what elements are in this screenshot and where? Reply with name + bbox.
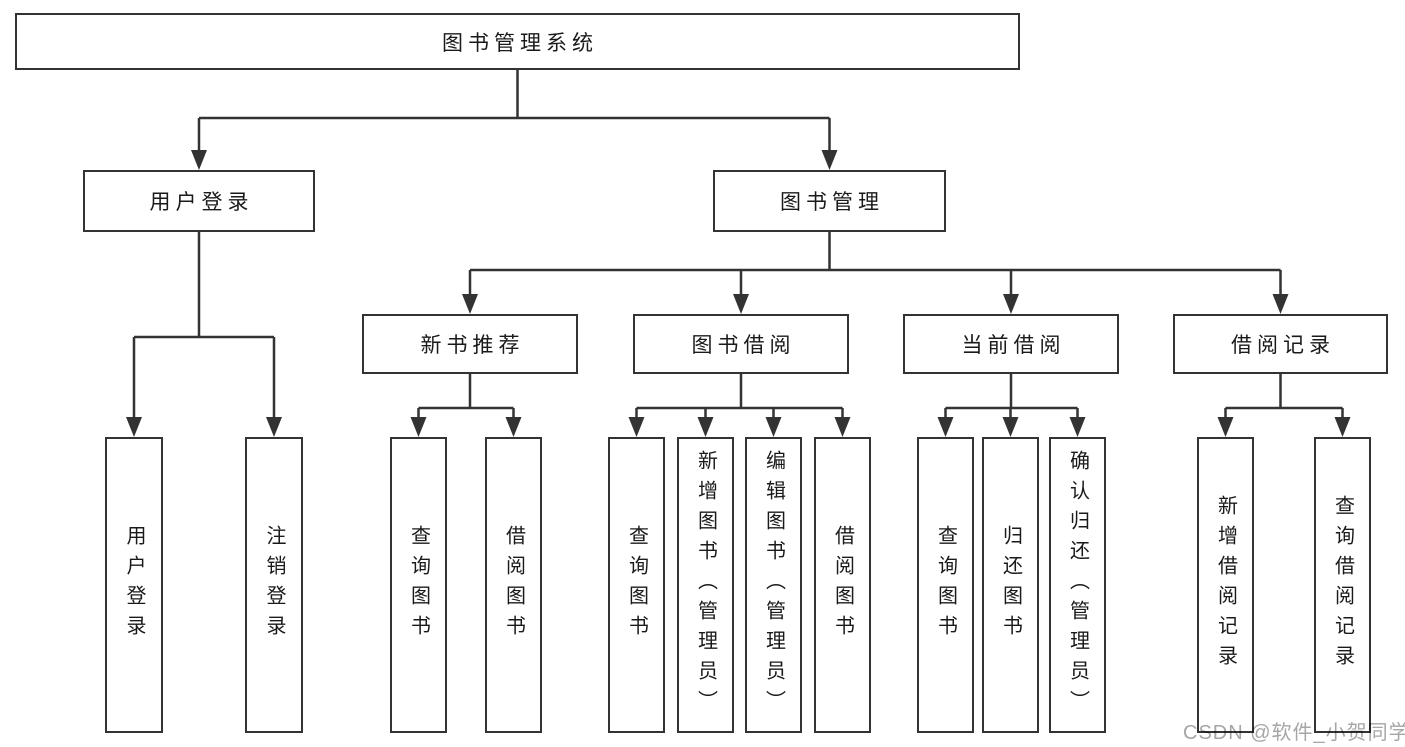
- node-root: 图书管理系统: [15, 13, 1020, 70]
- arrowhead: [765, 417, 782, 437]
- connector-borrowrecords-children: [1224, 374, 1344, 419]
- node-current-borrow-label: 当前借阅: [961, 334, 1066, 357]
- connector-newbook-children: [417, 374, 515, 419]
- arrowheads: [126, 150, 1351, 437]
- leaf-nb-borrow-book-label: 借阅图书: [502, 525, 525, 645]
- leaf-bb-borrow-book-label: 借阅图书: [831, 525, 854, 645]
- arrowhead: [628, 417, 645, 437]
- csdn-watermark: CSDN @软件_小贺同学: [1183, 722, 1405, 744]
- leaf-logout-label: 注销登录: [263, 525, 285, 645]
- arrowhead: [1272, 294, 1289, 314]
- arrowhead: [1002, 417, 1019, 437]
- connector-bookborrow-children: [635, 374, 844, 419]
- arrowhead: [191, 150, 207, 170]
- leaf-br-add-record-label: 新增借阅记录: [1214, 495, 1237, 675]
- node-user-login: 用户登录: [83, 170, 315, 232]
- node-book-management-label: 图书管理: [780, 191, 884, 214]
- connector-userlogin-children: [132, 232, 276, 419]
- arrowhead: [697, 417, 714, 437]
- leaf-nb-borrow-book: 借阅图书: [485, 437, 542, 733]
- node-current-borrow: 当前借阅: [903, 314, 1119, 374]
- arrowhead: [266, 417, 282, 437]
- leaf-bb-query-book: 查询图书: [608, 437, 665, 733]
- node-user-login-label: 用户登录: [149, 191, 254, 214]
- node-borrow-records: 借阅记录: [1173, 314, 1388, 374]
- leaf-cb-return-book: 归还图书: [982, 437, 1039, 733]
- leaf-nb-query-book-label: 查询图书: [407, 525, 430, 645]
- connector-root-to-level2: [197, 70, 831, 152]
- arrowhead: [126, 417, 142, 437]
- leaf-cb-confirm-return-admin: 确认归还（管理员）: [1049, 437, 1106, 733]
- arrowhead: [733, 294, 749, 314]
- leaf-cb-confirm-return-admin-label: 确认归还（管理员）: [1066, 450, 1089, 720]
- leaf-cb-return-book-label: 归还图书: [999, 525, 1022, 645]
- arrowhead: [1334, 417, 1351, 437]
- arrowhead: [1217, 417, 1234, 437]
- arrowhead: [462, 294, 478, 314]
- arrowhead: [410, 417, 427, 437]
- node-new-book-recommend-label: 新书推荐: [420, 334, 525, 357]
- connector-bookmgmt-to-level3: [468, 232, 1282, 296]
- leaf-bb-edit-book-admin: 编辑图书（管理员）: [745, 437, 802, 733]
- arrowhead: [1069, 417, 1086, 437]
- leaf-cb-query-book-label: 查询图书: [934, 525, 957, 645]
- leaf-cb-query-book: 查询图书: [917, 437, 974, 733]
- arrowhead: [821, 150, 838, 170]
- leaf-nb-query-book: 查询图书: [390, 437, 447, 733]
- leaf-br-add-record: 新增借阅记录: [1197, 437, 1254, 733]
- node-book-management: 图书管理: [713, 170, 946, 232]
- leaf-br-query-record-label: 查询借阅记录: [1331, 495, 1354, 675]
- node-book-borrow: 图书借阅: [633, 314, 849, 374]
- node-borrow-records-label: 借阅记录: [1231, 334, 1335, 357]
- leaf-br-query-record: 查询借阅记录: [1314, 437, 1371, 733]
- node-book-borrow-label: 图书借阅: [691, 334, 796, 357]
- leaf-user-login: 用户登录: [105, 437, 163, 733]
- arrowhead: [834, 417, 851, 437]
- node-new-book-recommend: 新书推荐: [362, 314, 578, 374]
- leaf-bb-borrow-book: 借阅图书: [814, 437, 871, 733]
- leaf-bb-query-book-label: 查询图书: [625, 525, 648, 645]
- arrowhead: [1003, 294, 1019, 314]
- arrowhead: [937, 417, 954, 437]
- arrowhead: [505, 417, 522, 437]
- connector-currentborrow-children: [944, 374, 1079, 419]
- leaf-user-login-label: 用户登录: [123, 525, 145, 645]
- leaf-bb-edit-book-admin-label: 编辑图书（管理员）: [762, 450, 785, 720]
- leaf-bb-add-book-admin: 新增图书（管理员）: [677, 437, 734, 733]
- leaf-logout: 注销登录: [245, 437, 303, 733]
- node-root-label: 图书管理系统: [442, 31, 598, 55]
- leaf-bb-add-book-admin-label: 新增图书（管理员）: [694, 450, 717, 720]
